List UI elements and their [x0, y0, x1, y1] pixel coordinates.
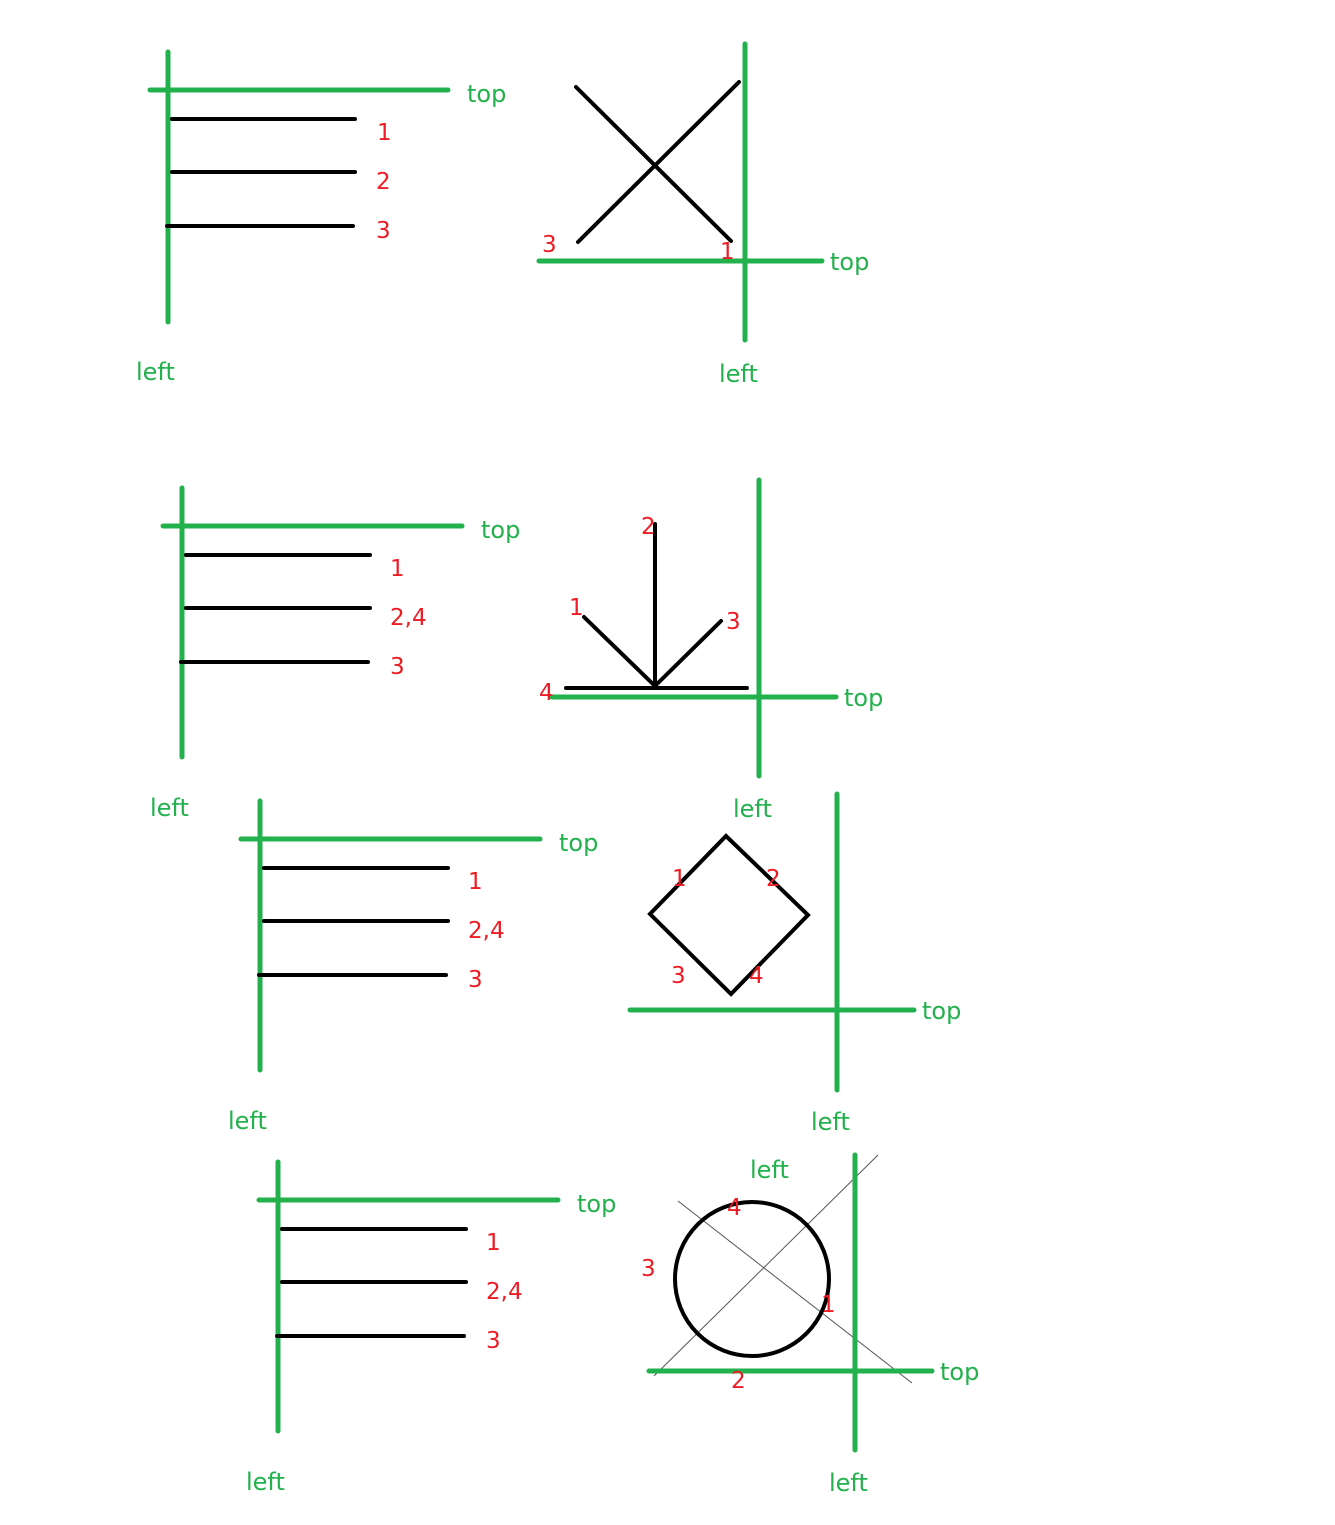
line-label-3: 3: [376, 218, 391, 244]
left-label: left: [136, 358, 175, 386]
line-label-2: 2,4: [390, 605, 427, 631]
top-label: top: [559, 829, 598, 857]
line-label-3: 3: [486, 1328, 501, 1354]
left-label: left: [733, 795, 772, 823]
left-label: left: [246, 1468, 285, 1496]
diagram-2-left: top left 1 2,4 3: [150, 485, 520, 822]
mark-3: 3: [641, 1256, 656, 1282]
line-label-2: 2: [376, 169, 391, 195]
cross-line-a: [574, 85, 733, 243]
left-label: left: [811, 1108, 850, 1136]
diagram-4-right: top left left 4 3 1 2: [641, 1152, 979, 1497]
mark-2: 2: [641, 514, 656, 540]
mark-3: 3: [726, 609, 741, 635]
left-label: left: [228, 1107, 267, 1135]
diagram-2-right: top left 2 1 3 4: [539, 477, 883, 823]
circle-shape: [673, 1200, 831, 1358]
line-label-3: 3: [468, 967, 483, 993]
left-label: left: [829, 1469, 868, 1497]
top-label: top: [830, 248, 869, 276]
mark-1: 1: [821, 1292, 836, 1318]
diagonal-guide-a: [677, 1200, 913, 1384]
diagram-4-left: top left 1 2,4 3: [246, 1159, 616, 1496]
line-label-1: 1: [390, 556, 405, 582]
top-label: top: [481, 516, 520, 544]
cross-line-b: [576, 80, 741, 244]
mark-4: 4: [749, 963, 764, 989]
mark-4: 4: [727, 1195, 742, 1221]
line-label-3: 3: [390, 654, 405, 680]
left-label: left: [150, 794, 189, 822]
line-label-1: 1: [377, 120, 392, 146]
stroke-3: [653, 619, 723, 688]
mark-3: 3: [542, 232, 557, 258]
left-upper-label: left: [750, 1156, 789, 1184]
left-label: left: [719, 360, 758, 388]
top-label: top: [940, 1358, 979, 1386]
line-label-2: 2,4: [468, 918, 505, 944]
line-label-2: 2,4: [486, 1279, 523, 1305]
top-label: top: [844, 684, 883, 712]
top-label: top: [577, 1190, 616, 1218]
diagram-3-right: top left 1 2 3 4: [627, 791, 961, 1136]
mark-1: 1: [720, 239, 735, 265]
mark-1: 1: [569, 595, 584, 621]
diamond-shape: [647, 833, 811, 997]
diagram-1-right: top left 3 1: [536, 41, 869, 388]
line-label-1: 1: [486, 1230, 501, 1256]
diagonal-guide-b: [653, 1154, 879, 1377]
mark-3: 3: [671, 963, 686, 989]
mark-4: 4: [539, 680, 554, 706]
top-label: top: [922, 997, 961, 1025]
mark-1: 1: [672, 866, 687, 892]
stroke-1: [582, 615, 657, 688]
mark-2: 2: [731, 1368, 746, 1394]
mark-2: 2: [766, 866, 781, 892]
diagram-1-left: top left 1 2 3: [136, 49, 506, 386]
top-label: top: [467, 80, 506, 108]
line-label-1: 1: [468, 869, 483, 895]
diagram-3-left: top left 1 2,4 3: [228, 798, 598, 1135]
